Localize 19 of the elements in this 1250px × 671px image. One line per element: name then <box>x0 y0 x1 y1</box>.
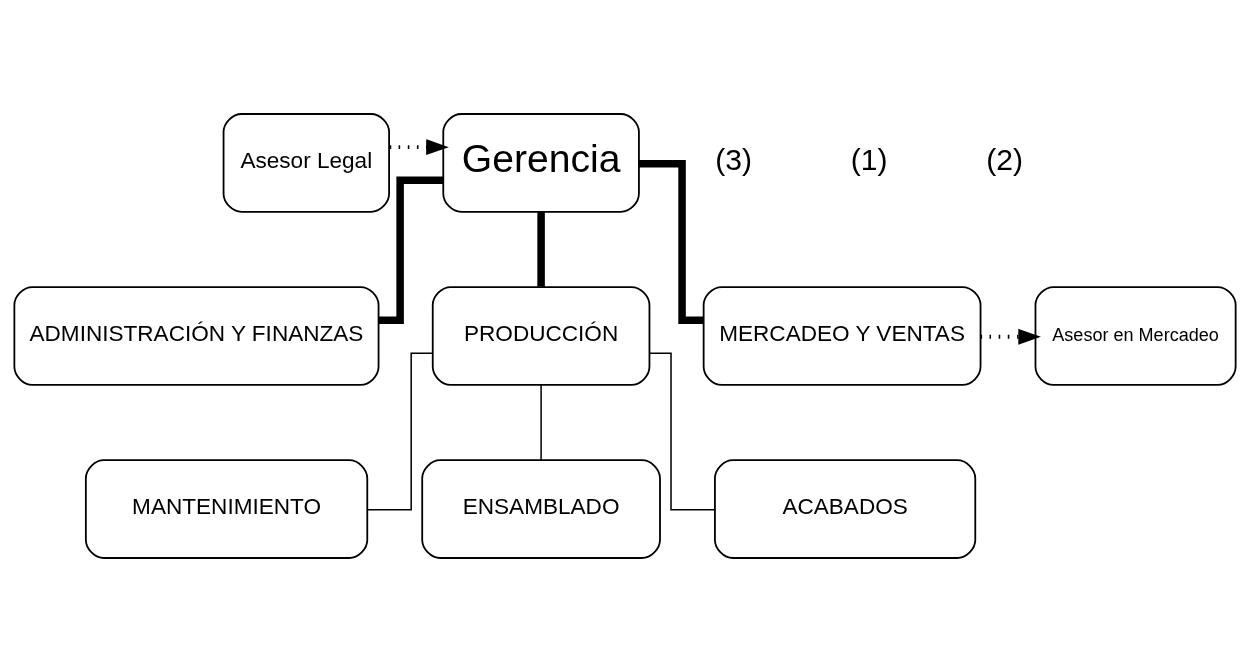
label: (1) <box>850 142 888 176</box>
node-box: MANTENIMIENTO <box>84 458 369 559</box>
node-box: Gerencia <box>442 112 640 213</box>
node-box: Asesor Legal <box>222 112 390 213</box>
node-box: PRODUCCIÓN <box>431 285 651 386</box>
arrow <box>389 138 449 155</box>
arrow <box>980 328 1041 345</box>
node-box: ENSAMBLADO <box>421 458 661 559</box>
connector <box>648 352 716 511</box>
label: (3) <box>715 142 753 176</box>
connector <box>540 383 542 461</box>
connector <box>537 211 545 287</box>
connector <box>366 352 434 511</box>
node-box: ADMINISTRACIÓN Y FINANZAS <box>13 285 380 386</box>
node-box: MERCADEO Y VENTAS <box>702 285 982 386</box>
label: (2) <box>986 142 1024 176</box>
connector <box>378 176 444 324</box>
node-box: ACABADOS <box>714 458 977 559</box>
node-box: Asesor en Mercadeo <box>1034 285 1237 386</box>
